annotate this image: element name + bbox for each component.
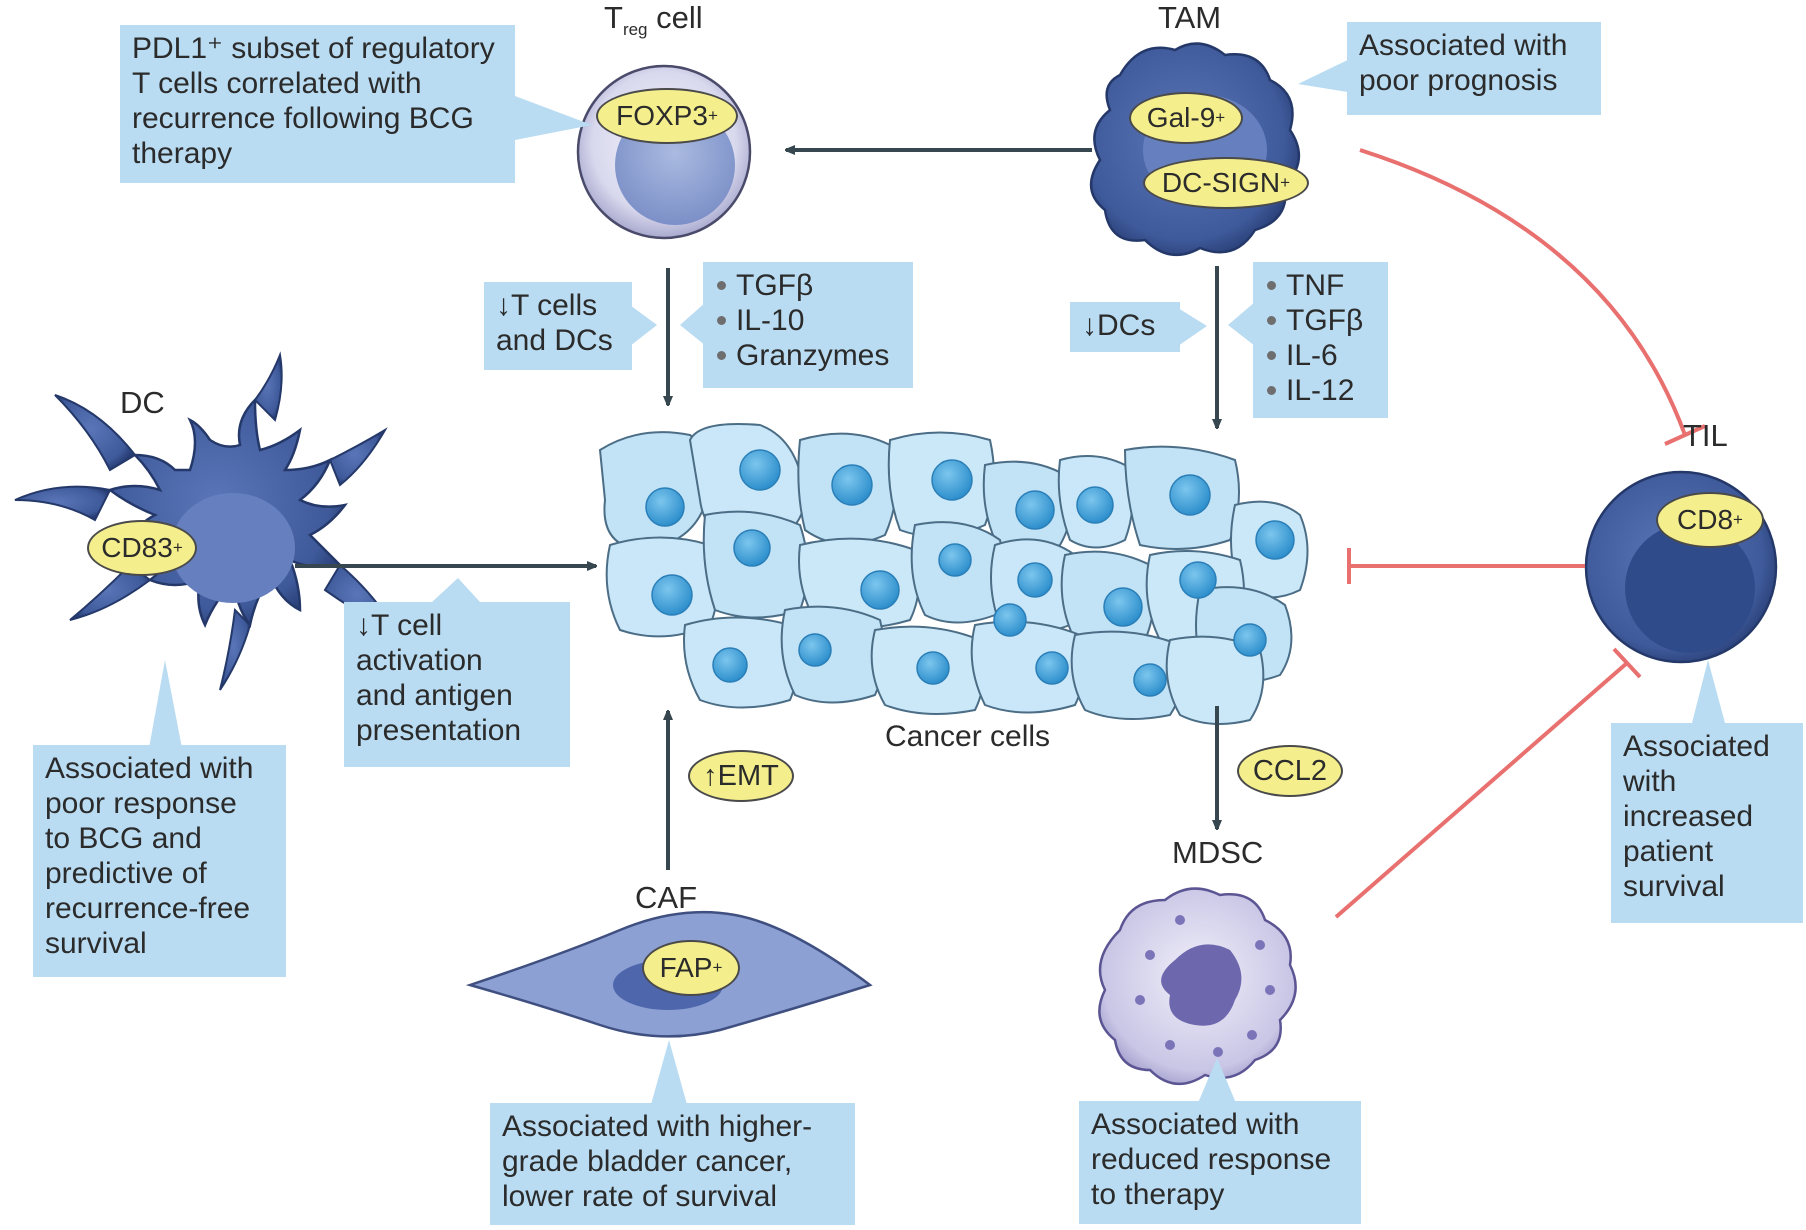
- dc-note: Associated with poor response to BCG and…: [33, 745, 286, 977]
- pointer-treg-effect: [630, 305, 657, 346]
- tam-effect-note: ↓DCs: [1070, 302, 1180, 352]
- dc-cell: [14, 351, 398, 691]
- inhibit-mdsc-to-til: [1334, 661, 1629, 919]
- cancer-cell-cluster: [598, 423, 1309, 725]
- tam-cell: [1090, 42, 1301, 257]
- mdsc-note: Associated with reduced response to ther…: [1079, 1101, 1361, 1224]
- dc-effect-note: ↓T cell activation and antigen presentat…: [344, 602, 570, 767]
- inhibition-lines: [1334, 148, 1706, 919]
- factor-item: TGFβ: [717, 268, 901, 303]
- factor-item: IL-12: [1267, 373, 1376, 408]
- cd83-marker: CD83+: [87, 520, 197, 576]
- tam-title: TAM: [1158, 0, 1222, 35]
- treg-title: Treg cell: [604, 0, 703, 40]
- pointer-til-note: [1692, 660, 1725, 723]
- dc-sign-marker: DC-SIGN+: [1143, 157, 1309, 209]
- gal9-marker: Gal-9+: [1129, 92, 1243, 144]
- mdsc-cell: [1098, 887, 1297, 1086]
- emt-label: ↑EMT: [688, 750, 794, 802]
- pointer-dc-effect: [432, 578, 480, 602]
- pointer-tam-note: [1298, 54, 1360, 94]
- treg-effect-note: ↓T cells and DCs: [484, 282, 632, 370]
- fap-marker: FAP+: [642, 940, 740, 996]
- cancer-title: Cancer cells: [885, 720, 1051, 753]
- factor-item: IL-10: [717, 303, 901, 338]
- arrows: [295, 150, 1217, 870]
- caf-note: Associated with higher- grade bladder ca…: [490, 1103, 855, 1225]
- pointer-dc-note: [149, 660, 182, 748]
- cd8-marker: CD8+: [1656, 492, 1764, 548]
- factor-item: TGFβ: [1267, 303, 1376, 338]
- pointer-treg-note: [515, 96, 592, 140]
- inhibit-mdsc-to-til-bar: [1612, 647, 1642, 679]
- caf-title: CAF: [635, 880, 697, 915]
- tam-factors-list: TNF TGFβ IL-6 IL-12: [1253, 262, 1388, 418]
- treg-factors-list: TGFβ IL-10 Granzymes: [703, 262, 913, 388]
- factor-item: IL-6: [1267, 338, 1376, 373]
- pointer-mdsc-note: [1198, 1058, 1236, 1103]
- dc-title: DC: [120, 385, 165, 420]
- pointer-caf-note: [650, 1040, 688, 1108]
- til-note: Associated with increased patient surviv…: [1611, 723, 1803, 923]
- factor-item: TNF: [1267, 268, 1376, 303]
- treg-note: PDL1⁺ subset of regulatory T cells corre…: [120, 25, 515, 183]
- callout-pointers: [149, 54, 1725, 1108]
- ccl2-label: CCL2: [1237, 745, 1343, 797]
- foxp3-marker: FOXP3+: [596, 88, 738, 144]
- pointer-tam-effect: [1178, 308, 1207, 346]
- mdsc-title: MDSC: [1172, 835, 1264, 870]
- factor-item: Granzymes: [717, 338, 901, 373]
- inhibit-tam-to-til: [1359, 148, 1687, 436]
- pointer-tam-factors: [1228, 302, 1255, 346]
- pointer-treg-factors: [680, 302, 706, 346]
- tam-note: Associated with poor prognosis: [1347, 22, 1601, 115]
- til-title: TIL: [1683, 418, 1728, 453]
- inhibit-tam-to-til-bar: [1664, 424, 1706, 446]
